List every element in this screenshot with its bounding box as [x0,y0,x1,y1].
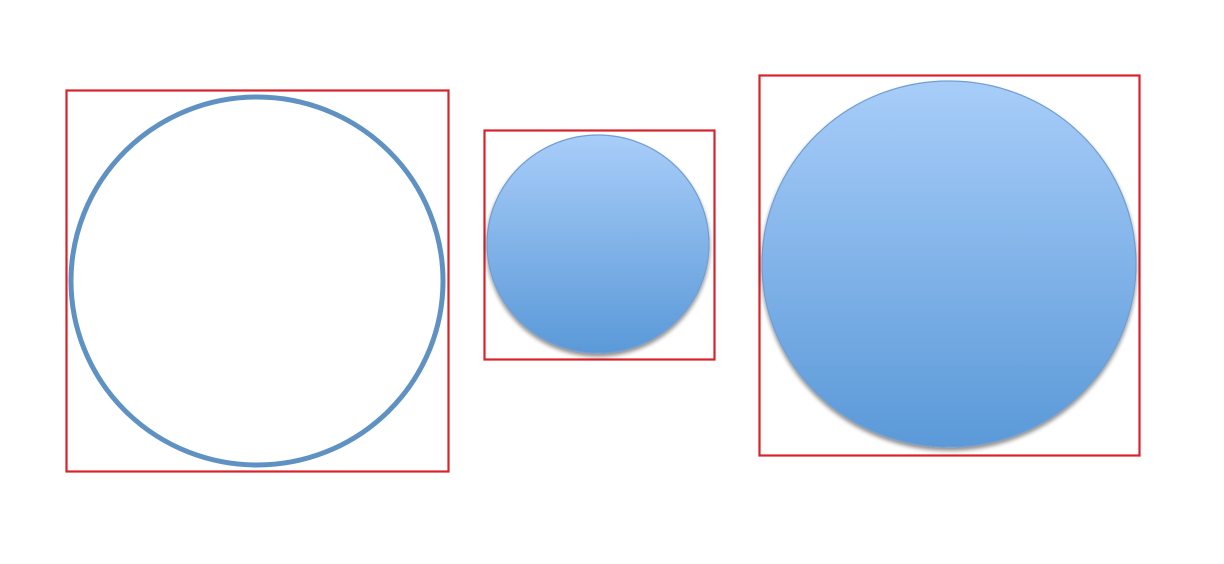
small-filled-circle [486,134,710,354]
shape-group-outline-circle [65,89,450,473]
shape-group-small-filled-circle [483,129,716,361]
large-filled-circle [761,80,1137,448]
frame-box [758,74,1141,457]
frame-box [483,129,716,361]
outline-circle [68,94,446,468]
frame-box [65,89,450,473]
shape-group-large-filled-circle [758,74,1141,457]
